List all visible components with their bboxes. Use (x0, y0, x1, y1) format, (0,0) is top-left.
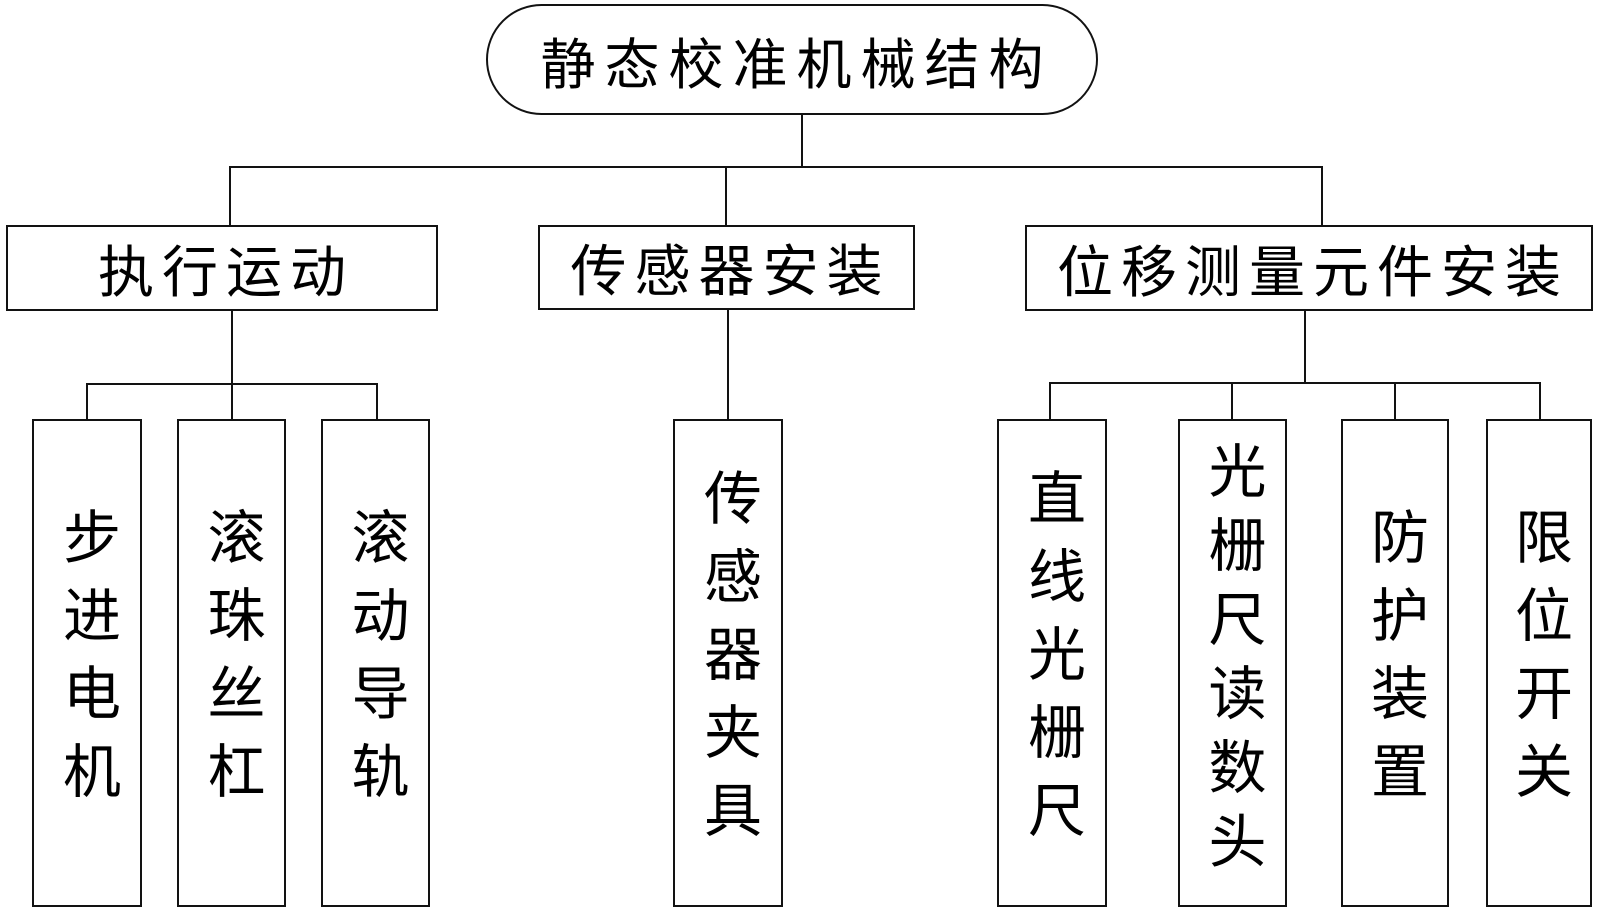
connector-branch3-stem (1304, 311, 1306, 383)
connector-drop-leaf-8 (1539, 382, 1541, 419)
leaf-node-label: 防护装置 (1361, 507, 1429, 819)
connector-drop-leaf-5 (1049, 382, 1051, 419)
leaf-node-label: 传感器夹具 (694, 468, 762, 858)
connector-branch2-stem (727, 310, 729, 419)
leaf-node-stepper-motor: 步进电机 (32, 419, 142, 907)
leaf-node-rolling-guide: 滚动导轨 (321, 419, 430, 907)
leaf-node-linear-grating-scale: 直线光栅尺 (997, 419, 1107, 907)
leaf-node-grating-read-head: 光栅尺读数头 (1178, 419, 1287, 907)
connector-branch1-stem (231, 311, 233, 384)
connector-drop-leaf-3 (376, 383, 378, 419)
leaf-node-label: 直线光栅尺 (1018, 468, 1086, 858)
leaf-node-ball-screw: 滚珠丝杠 (177, 419, 286, 907)
leaf-node-label: 滚动导轨 (341, 507, 410, 819)
connector-branch3-rail (1049, 382, 1541, 384)
connector-drop-leaf-7 (1394, 382, 1396, 419)
leaf-node-protective-device: 防护装置 (1341, 419, 1449, 907)
branch-node-sensor-mounting: 传感器安装 (538, 225, 915, 310)
branch-node-execution-motion: 执行运动 (6, 225, 438, 311)
branch-node-displacement-measurement: 位移测量元件安装 (1025, 225, 1593, 311)
connector-top-rail (229, 166, 1323, 168)
leaf-node-sensor-fixture: 传感器夹具 (673, 419, 783, 907)
root-node: 静态校准机械结构 (486, 4, 1098, 115)
leaf-node-label: 限位开关 (1505, 507, 1573, 819)
connector-drop-leaf-1 (86, 383, 88, 419)
leaf-node-limit-switch: 限位开关 (1486, 419, 1592, 907)
connector-drop-branch-3 (1321, 166, 1323, 225)
connector-root-stem (801, 115, 803, 168)
branch-node-label: 传感器安装 (570, 240, 891, 305)
connector-drop-branch-1 (229, 166, 231, 225)
branch-node-label: 执行运动 (98, 240, 354, 306)
root-node-label: 静态校准机械结构 (540, 32, 1053, 97)
leaf-node-label: 光栅尺读数头 (1198, 441, 1267, 885)
connector-drop-branch-2 (725, 166, 727, 225)
branch-node-label: 位移测量元件安装 (1057, 240, 1569, 306)
leaf-node-label: 滚珠丝杠 (197, 507, 266, 819)
connector-drop-leaf-6 (1231, 382, 1233, 419)
connector-drop-leaf-2 (231, 383, 233, 419)
leaf-node-label: 步进电机 (53, 507, 121, 819)
